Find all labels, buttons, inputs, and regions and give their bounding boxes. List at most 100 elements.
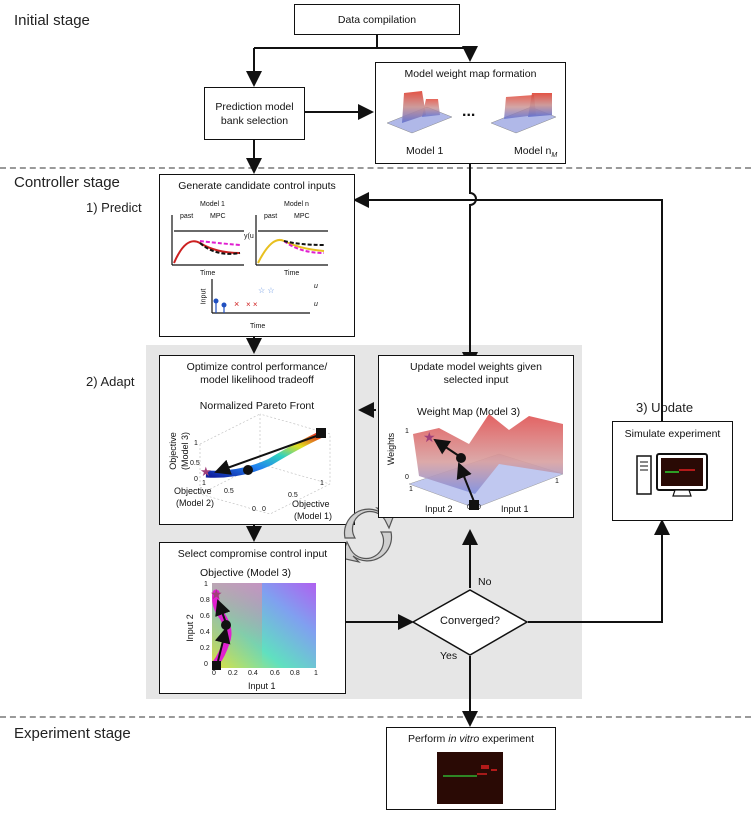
predict-y-label: y(u [244,233,254,240]
predict-model1-label: Model 1 [200,201,225,208]
model-nm-label: Model nM [514,145,557,159]
update-weights-title-line1: Update model weights given [410,361,542,373]
simulate-title: Simulate experiment [624,428,721,440]
pareto-title: Normalized Pareto Front [199,400,315,412]
weight-map-plot: ★ [408,414,564,510]
pareto-z-label-1: Objective [167,432,178,470]
objective-map-plot: ★ [210,583,316,670]
objective-map-title: Objective (Model 3) [200,567,292,579]
pareto-tick-x05: 0.5 [288,492,298,499]
objective-map-xtick-06: 0.6 [270,670,280,677]
model-weight-map-box: Model weight map formation ... Model 1 M… [375,62,566,164]
pareto-front-plot: ★ [199,413,331,515]
pareto-y-label-1: Objective [174,486,212,496]
initial-stage-label: Initial stage [14,12,90,29]
svg-text:×: × [234,299,239,309]
svg-text:× ×: × × [246,300,258,309]
weight-map-title: Weight Map (Model 3) [417,406,521,418]
perform-suffix: experiment [479,733,535,745]
svg-text:★: ★ [423,429,436,445]
model-weight-map-title: Model weight map formation [404,68,537,80]
predict-step-label: 1) Predict [86,200,142,215]
weight-map-ylabel: Input 2 [425,504,453,514]
weight-map-surface-1 [386,91,453,134]
pareto-x-label-1: Objective [292,499,330,509]
converged-diamond [411,589,529,656]
gel-image [437,752,503,804]
objective-map-xtick-04: 0.4 [248,670,258,677]
svg-text:☆ ☆: ☆ ☆ [258,286,275,295]
pareto-x-label-2: (Model 1) [294,511,333,521]
select-input-box: Select compromise control input Objectiv… [159,542,346,694]
model-nm-text: Model n [514,145,552,157]
objective-map-xtick-1: 1 [314,670,318,677]
controller-stage-label: Controller stage [14,174,120,191]
pareto-tick-z1: 1 [194,440,198,447]
objective-map-xtick-08: 0.8 [290,670,300,677]
predict-mpc-label-2: MPC [294,213,310,220]
pareto-tick-y05: 0.5 [224,488,234,495]
predict-past-label-1: past [180,213,194,220]
perform-italic: in vitro [448,733,480,745]
perform-prefix: Perform [407,733,449,745]
pareto-tick-y0: 0 [252,506,256,513]
objective-map-ytick-02: 0.2 [200,645,210,652]
optimize-title-line1: Optimize control performance/ [186,361,328,373]
perform-experiment-box: Perform in vitro experiment [386,727,556,810]
optimize-box: Optimize control performance/ model like… [159,355,355,525]
objective-map-ytick-06: 0.6 [200,613,210,620]
objective-map-ytick-04: 0.4 [200,629,210,636]
model-nm-subscript: M [551,152,558,160]
objective-map-ylabel: Input 2 [184,614,195,642]
separator-initial-controller [0,167,751,169]
objective-map-xlabel: Input 1 [248,681,276,691]
converged-label: Converged? [440,615,500,627]
update-weights-title-line2: selected input [443,374,509,386]
predict-time-label-3: Time [250,323,266,330]
predict-time-label-2: Time [284,270,300,277]
pareto-y-label-2: (Model 2) [176,498,215,508]
computer-icon [636,453,708,497]
generate-inputs-box: Generate candidate control inputs × ☆ ☆ … [159,174,355,337]
update-step-label: 3) Update [636,400,694,415]
objective-map-ytick-0: 0 [204,661,208,668]
adapt-step-label: 2) Adapt [86,374,135,389]
prediction-bank-line2: bank selection [220,115,289,127]
predict-u2-label: u [314,301,318,308]
perform-experiment-title: Perform in vitro experiment [387,733,555,746]
prediction-bank-box: Prediction model bank selection [204,87,305,140]
model-1-label: Model 1 [406,145,444,157]
weight-map-xlabel: Input 1 [501,504,529,514]
weight-map-surface-n [490,93,557,134]
weight-map-tick-y0: 0 [467,504,471,511]
experiment-stage-label: Experiment stage [14,725,131,742]
prediction-plots: × ☆ ☆ × × [171,215,328,314]
pareto-tick-x1: 1 [320,480,324,487]
objective-map-ytick-08: 0.8 [200,597,210,604]
objective-map-ytick-1: 1 [204,581,208,588]
pareto-tick-y1: 1 [202,480,206,487]
svg-text:★: ★ [210,586,223,602]
yes-label: Yes [440,650,458,662]
update-weights-box: Update model weights given selected inpu… [378,355,574,518]
weight-map-tick-x0: 0 [477,504,481,511]
generate-inputs-title: Generate candidate control inputs [178,180,336,192]
weight-map-tick-y1: 1 [409,486,413,493]
predict-u1-label: u [314,283,318,290]
svg-text:★: ★ [200,464,212,479]
data-compilation-box: Data compilation [294,4,460,35]
weight-map-tick-x1: 1 [555,478,559,485]
weight-map-zlabel: Weights [386,432,397,466]
objective-map-xtick-02: 0.2 [228,670,238,677]
pareto-tick-x0: 0 [262,506,266,513]
select-input-title: Select compromise control input [177,548,328,560]
no-label: No [478,576,492,588]
predict-input-label: Input [200,288,208,305]
optimize-title-line2: model likelihood tradeoff [200,374,314,386]
predict-modelnm-label: Model n [284,201,309,208]
objective-map-xtick-0: 0 [212,670,216,677]
model-ellipsis: ... [462,103,476,120]
weight-map-tick-z1: 1 [405,428,409,435]
prediction-bank-line1: Prediction model [215,101,294,113]
simulate-box: Simulate experiment [612,421,733,521]
